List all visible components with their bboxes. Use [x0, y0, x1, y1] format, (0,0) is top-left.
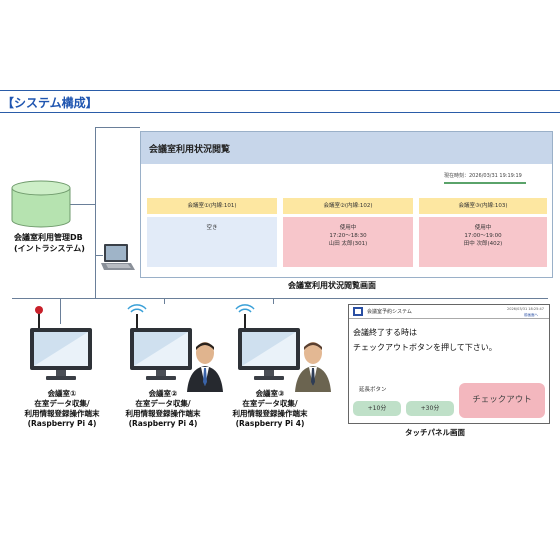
web-connector-line — [95, 127, 140, 128]
terminal-1-device: (Raspberry Pi 4) — [27, 419, 97, 428]
touch-panel-caption: タッチパネル画面 — [405, 428, 465, 437]
screen-caption: 会議室利用状況閲覧画面 — [288, 281, 376, 290]
terminal-3-label: 会議室③ 在室データ収集/ 利用情報登録操作端末 (Raspberry Pi 4… — [222, 389, 318, 429]
touch-panel-screen: 会議室予約システム 2026/03/31 18:25:47 前画面へ 会議終了す… — [348, 304, 550, 424]
terminal-3-room: 会議室③ — [255, 389, 285, 398]
db-connector-line — [70, 204, 95, 205]
checkout-instruction-line2: チェックアウトボタンを押して下さい。 — [353, 343, 497, 352]
room-1-header: 会議室①(内線:101) — [147, 198, 277, 214]
top-divider — [0, 90, 560, 91]
checkout-button[interactable]: チェックアウト — [459, 383, 545, 418]
person-icon — [187, 342, 223, 392]
current-time: 現在時刻：2026/03/31 19:19:19 — [444, 173, 522, 179]
room-2-time: 17:20〜18:30 — [329, 233, 367, 239]
database-label-line1: 会議室利用管理DB — [14, 233, 83, 242]
person-icon — [295, 342, 331, 392]
network-line — [12, 298, 548, 299]
room-3-time: 17:00〜19:00 — [464, 233, 502, 239]
terminal-3-function: 利用情報登録操作端末 — [232, 409, 308, 418]
room-1-status-panel: 空き — [147, 217, 277, 267]
room-2-user: 山田 太郎(301) — [328, 241, 368, 247]
room-3-status-panel: 使用中 17:00〜19:00 田中 次郎(402) — [419, 217, 547, 267]
time-underline — [444, 182, 526, 184]
room-3-user: 田中 次郎(402) — [463, 241, 503, 247]
room-2-status: 使用中 — [339, 225, 357, 231]
terminal-3-role: 在室データ収集/ — [242, 399, 298, 408]
laptop-connector-line — [95, 255, 103, 256]
usage-status-screen: 会議室利用状況閲覧 現在時刻：2026/03/31 19:19:19 会議室①(… — [140, 131, 553, 278]
section-title: 【システム構成】 — [2, 96, 98, 110]
terminal-1-label: 会議室① 在室データ収集/ 利用情報登録操作端末 (Raspberry Pi 4… — [14, 389, 110, 429]
database-icon — [11, 180, 71, 228]
room-3-header: 会議室③(内線:103) — [419, 198, 547, 214]
monitor-icon — [235, 304, 300, 380]
room-2-header: 会議室②(内線:102) — [283, 198, 413, 214]
screen-header: 会議室利用状況閲覧 — [141, 132, 552, 164]
app-logo-icon — [353, 307, 363, 316]
database-label: 会議室利用管理DB (イントラシステム) — [14, 232, 85, 254]
drop-line-2 — [164, 298, 165, 304]
database-label-line2: (イントラシステム) — [14, 244, 85, 253]
extension-label: 延長ボタン — [359, 387, 387, 393]
touch-panel-title: 会議室予約システム — [367, 309, 412, 315]
terminal-2-room: 会議室② — [148, 389, 178, 398]
terminal-2-role: 在室データ収集/ — [135, 399, 191, 408]
terminal-1-room: 会議室① — [47, 389, 77, 398]
screen-title: 会議室利用状況閲覧 — [149, 145, 231, 155]
extend-10-button[interactable]: +10分 — [353, 401, 401, 416]
touch-panel-header: 会議室予約システム 2026/03/31 18:25:47 前画面へ — [349, 305, 549, 319]
terminal-2-function: 利用情報登録操作端末 — [125, 409, 201, 418]
terminal-1-role: 在室データ収集/ — [34, 399, 90, 408]
checkout-instruction-line1: 会議終了する時は — [353, 328, 417, 337]
touch-panel-datetime: 2026/03/31 18:25:47 — [507, 307, 545, 311]
backbone-line — [95, 127, 96, 298]
terminal-2-label: 会議室② 在室データ収集/ 利用情報登録操作端末 (Raspberry Pi 4… — [115, 389, 211, 429]
monitor-icon — [30, 306, 92, 380]
drop-line-3 — [273, 298, 274, 304]
room-2-status-panel: 使用中 17:20〜18:30 山田 太郎(301) — [283, 217, 413, 267]
back-link[interactable]: 前画面へ — [524, 313, 538, 317]
room-3-status: 使用中 — [474, 225, 492, 231]
terminal-1-function: 利用情報登録操作端末 — [24, 409, 100, 418]
monitor-icon — [127, 304, 192, 380]
terminal-3-device: (Raspberry Pi 4) — [235, 419, 305, 428]
extend-30-button[interactable]: +30分 — [406, 401, 454, 416]
room-1-status: 空き — [206, 225, 218, 231]
laptop-icon — [101, 244, 135, 270]
terminal-2-device: (Raspberry Pi 4) — [128, 419, 198, 428]
drop-line-1 — [60, 298, 61, 324]
title-underline — [0, 112, 560, 113]
